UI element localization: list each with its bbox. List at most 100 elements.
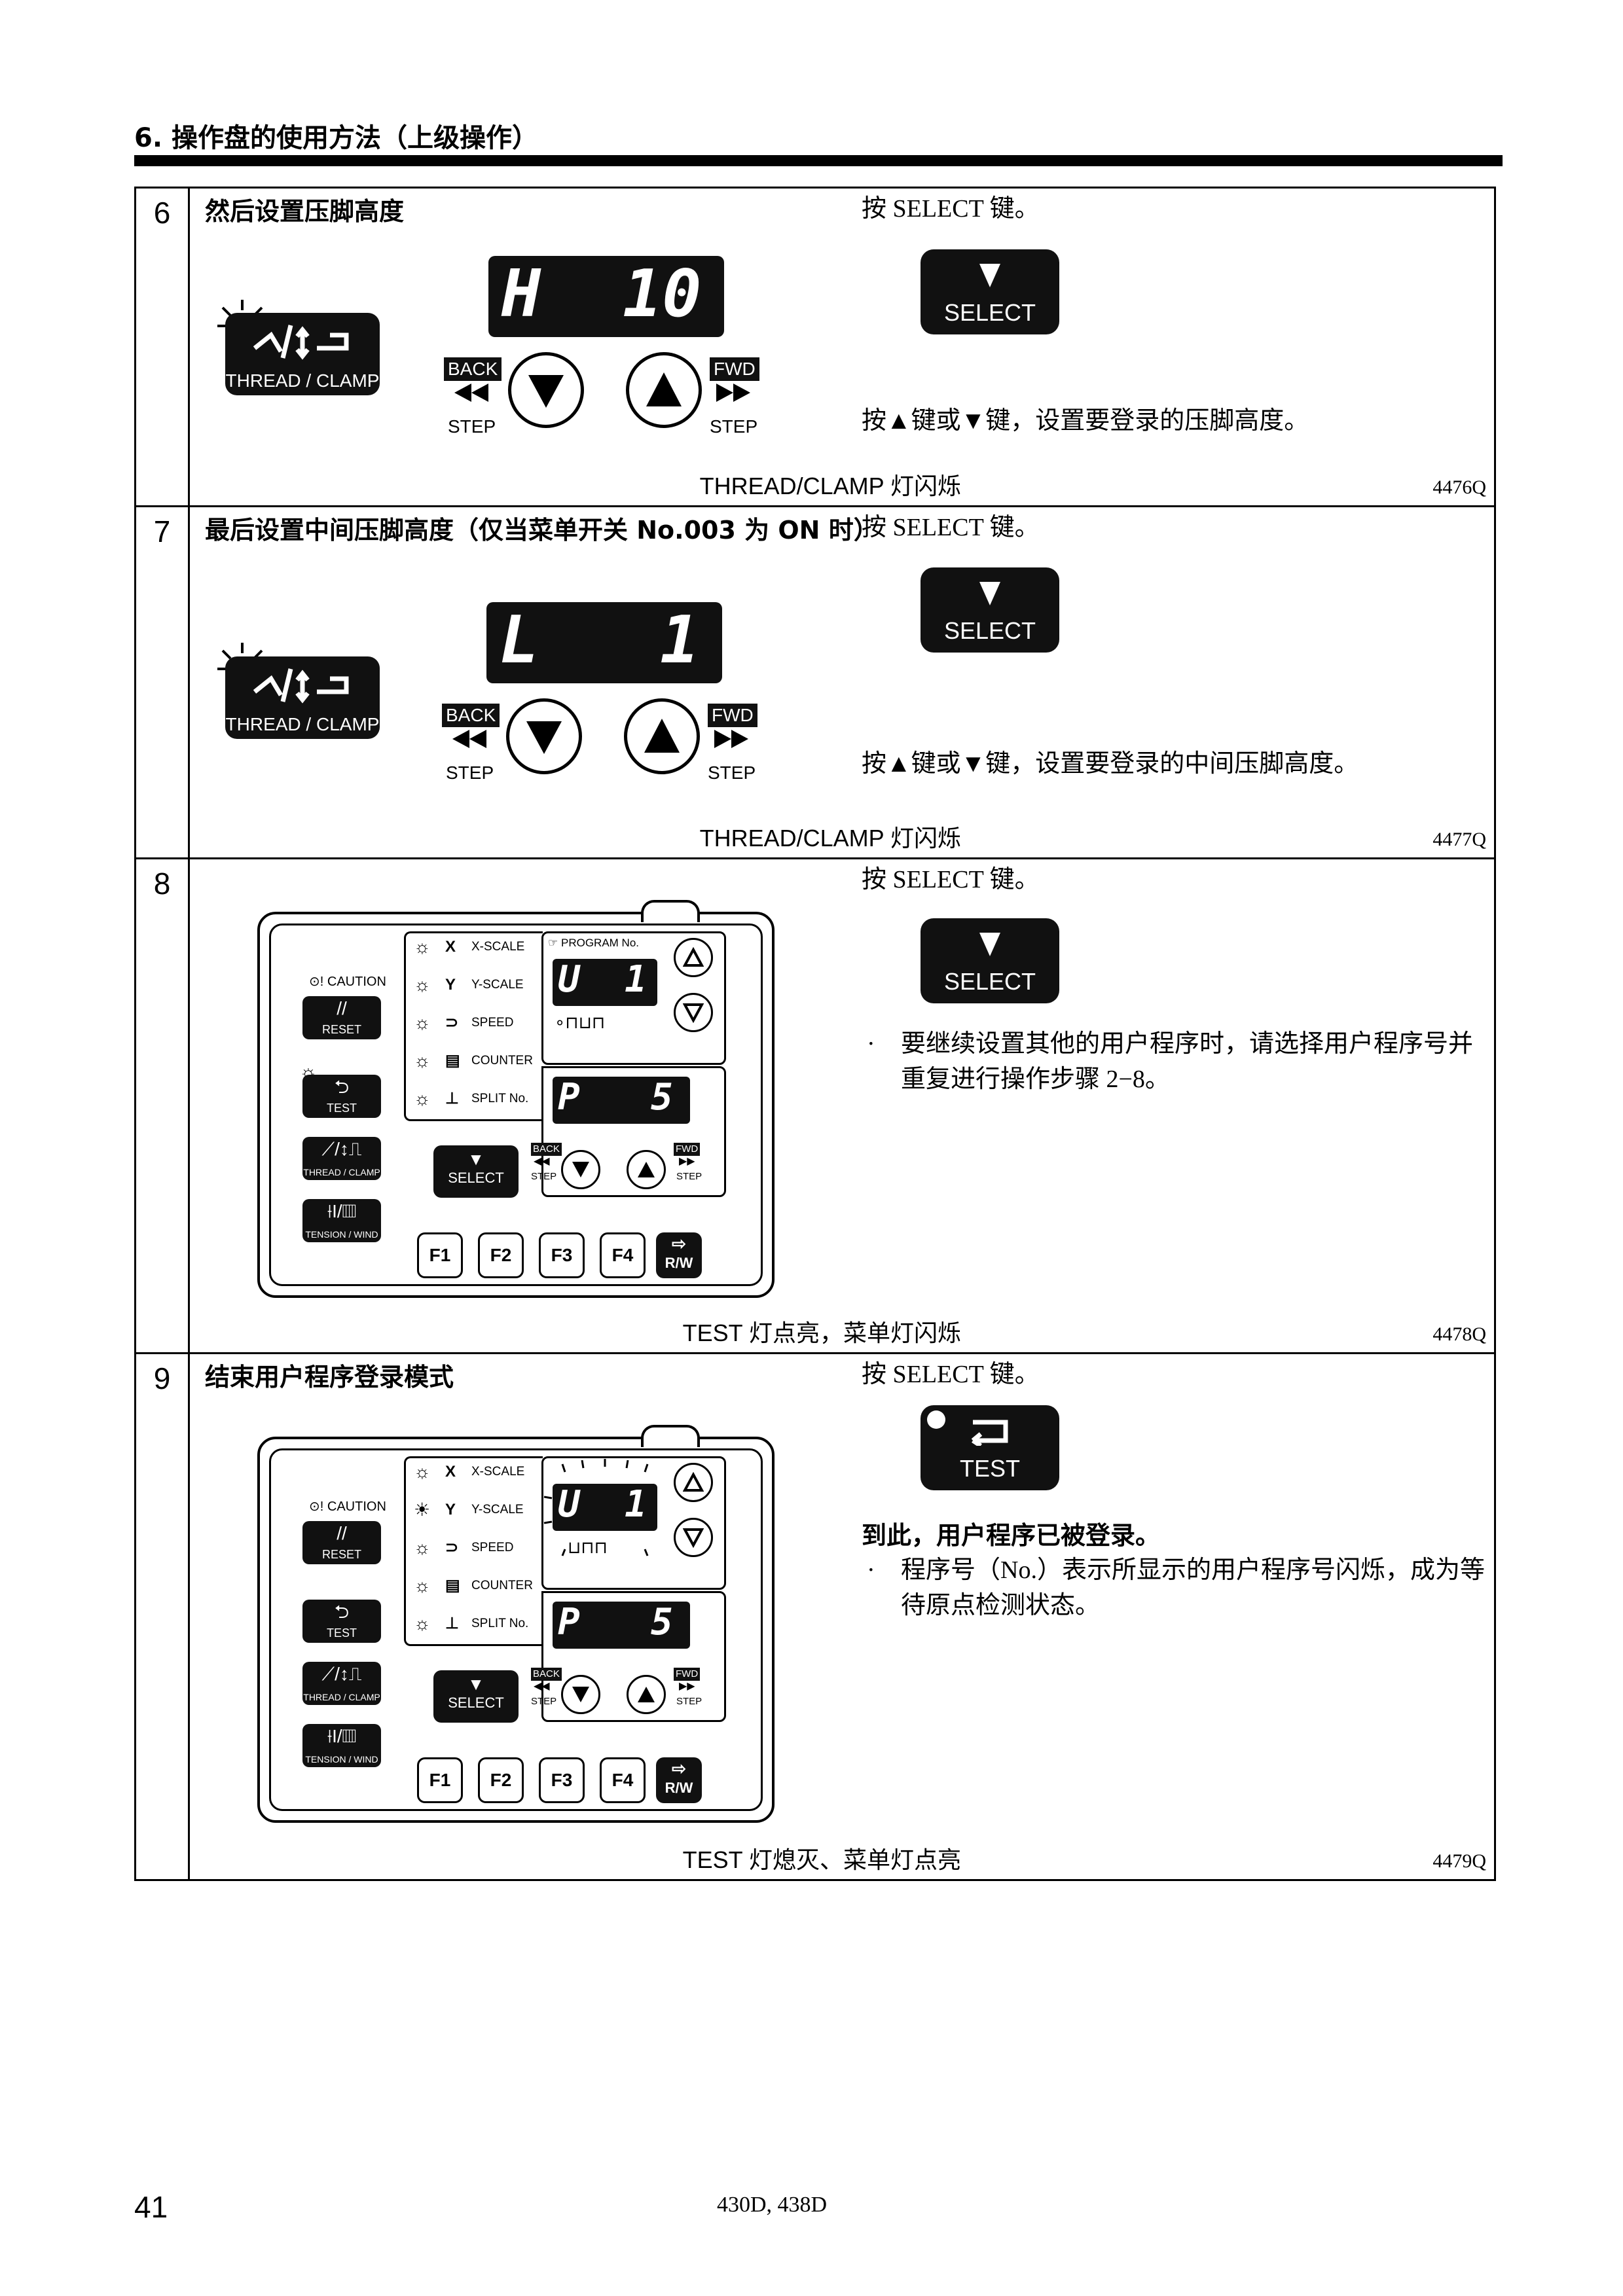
test-key[interactable]: ⮌TEST — [302, 1600, 381, 1643]
triangle-down-icon — [979, 264, 1000, 287]
panel-step-fwd: STEP — [676, 1171, 702, 1182]
figure-caption: THREAD/CLAMP 灯闪烁 — [699, 473, 961, 499]
header-rule — [134, 155, 1503, 166]
display-value: 10 — [623, 255, 702, 332]
reset-icon: // — [337, 1523, 347, 1543]
back-tag: BACK — [444, 357, 502, 381]
f4-key[interactable]: F4 — [600, 1232, 646, 1278]
test-key[interactable]: ⮌TEST — [302, 1075, 381, 1118]
program-up-button[interactable] — [674, 938, 713, 977]
value-display: H 10 — [488, 256, 724, 337]
thread-clamp-key[interactable]: ⟋/↕⎍THREAD / CLAMP — [302, 1137, 381, 1180]
rw-key[interactable]: ⇨R/W — [656, 1232, 702, 1278]
panel-rewind-icon: ◀◀ — [534, 1681, 550, 1692]
return-arrow-icon — [971, 1420, 1008, 1446]
figure-code: 4479Q — [1432, 1850, 1486, 1872]
select-key-label: SELECT — [943, 617, 1036, 644]
step-title: 然后设置压脚高度 — [205, 197, 405, 226]
clamp-indicator-icon: ⊔⊓⊓ — [568, 1537, 608, 1557]
rw-key[interactable]: ⇨R/W — [656, 1757, 702, 1803]
f1-key[interactable]: F1 — [417, 1232, 463, 1278]
down-button[interactable] — [508, 352, 584, 428]
fwd-tag: FWD — [708, 704, 757, 727]
thread-clamp-label: THREAD / CLAMP — [225, 370, 380, 391]
up-button[interactable] — [626, 352, 702, 428]
triangle-up-icon — [646, 372, 682, 406]
fast-forward-icon — [716, 384, 750, 402]
down-button[interactable] — [506, 698, 582, 774]
display-mode-char: L — [500, 601, 539, 678]
select-key[interactable]: SELECT — [921, 567, 1059, 653]
tension-wind-key[interactable]: ⟊I/▥TENSION / WIND — [302, 1199, 381, 1242]
menu-box — [541, 1591, 726, 1722]
figure-caption: TEST 灯熄灭、菜单灯点亮 — [682, 1846, 961, 1873]
led-lit-icon — [927, 1410, 945, 1429]
section-header: 6. 操作盘的使用方法（上级操作） — [134, 123, 538, 153]
model-number: 430D, 438D — [717, 2193, 828, 2217]
program-up-button[interactable] — [674, 1463, 713, 1502]
fwd-tag: FWD — [710, 357, 759, 381]
thread-clamp-key[interactable]: THREAD / CLAMP — [225, 313, 380, 395]
indicator-group — [404, 1456, 543, 1646]
program-blink-rays-icon — [543, 1459, 649, 1556]
select-key[interactable]: SELECT — [921, 918, 1059, 1003]
panel-select-key[interactable]: ▼SELECT — [433, 1145, 519, 1198]
panel-fwd-tag: FWD — [674, 1668, 701, 1681]
step-label-fwd: STEP — [710, 416, 758, 437]
f2-key[interactable]: F2 — [478, 1757, 524, 1803]
panel-down-button[interactable] — [561, 1675, 600, 1714]
panel-rewind-icon: ◀◀ — [534, 1156, 550, 1167]
f4-key[interactable]: F4 — [600, 1757, 646, 1803]
figure-code: 4478Q — [1432, 1323, 1486, 1345]
program-no-label: ☞ PROGRAM No. — [548, 937, 640, 949]
triangle-down-icon — [528, 375, 564, 408]
f1-key[interactable]: F1 — [417, 1757, 463, 1803]
tension-wind-icon: ⟊I/▥ — [327, 1201, 357, 1221]
return-arrow-icon: ⮌ — [334, 1602, 350, 1622]
counter-indicator: ☼▤COUNTER — [414, 1048, 533, 1074]
f2-key[interactable]: F2 — [478, 1232, 524, 1278]
program-down-button[interactable] — [674, 1518, 713, 1557]
split-icon: ⊥ — [445, 1615, 459, 1632]
transfer-icon: ⇨ — [672, 1759, 686, 1778]
triangle-up-outline-icon — [683, 947, 704, 967]
reset-key[interactable]: //RESET — [302, 1521, 381, 1564]
instruction-select: 按 SELECT 键。 — [862, 1361, 1040, 1388]
select-key-label: SELECT — [943, 299, 1036, 326]
bullet-note: ·要继续设置其他的用户程序时，请选择用户程序号并重复进行操作步骤 2−8。 — [867, 1030, 1474, 1093]
thread-clamp-icon: ⟋/↕⎍ — [321, 1139, 362, 1159]
tension-wind-key[interactable]: ⟊I/▥TENSION / WIND — [302, 1724, 381, 1767]
lamp-icon: ☼ — [414, 975, 431, 995]
y-scale-icon: Y — [445, 1501, 456, 1518]
steps-table: 6 然后设置压脚高度 THREAD / CLAMP H 10 BACK STEP… — [134, 187, 1496, 1881]
program-down-button[interactable] — [674, 993, 713, 1032]
panel-up-button[interactable] — [627, 1150, 666, 1189]
thread-clamp-key[interactable]: THREAD / CLAMP — [225, 656, 380, 739]
lamp-icon: ☼ — [414, 1050, 431, 1071]
speed-icon: ⊃ — [445, 1539, 459, 1556]
step-row-6: 6 然后设置压脚高度 THREAD / CLAMP H 10 BACK STEP… — [136, 188, 1494, 505]
bullet-note: ·程序号（No.）表示所显示的用户程序号闪烁，成为等待原点检测状态。 — [867, 1556, 1485, 1619]
thread-clamp-key[interactable]: ⟋/↕⎍THREAD / CLAMP — [302, 1662, 381, 1705]
panel-up-button[interactable] — [627, 1675, 666, 1714]
select-key[interactable]: SELECT — [921, 249, 1059, 334]
panel-down-button[interactable] — [561, 1150, 600, 1189]
triangle-up-outline-icon — [683, 1472, 704, 1492]
counter-indicator: ☼▤COUNTER — [414, 1573, 533, 1599]
speed-indicator: ☼⊃SPEED — [414, 1535, 513, 1561]
f3-key[interactable]: F3 — [539, 1757, 585, 1803]
f3-key[interactable]: F3 — [539, 1232, 585, 1278]
triangle-down-icon: ▼ — [467, 1149, 484, 1169]
transfer-icon: ⇨ — [672, 1234, 686, 1253]
up-button[interactable] — [624, 698, 700, 774]
reset-key[interactable]: //RESET — [302, 996, 381, 1039]
counter-icon: ▤ — [445, 1052, 460, 1069]
speed-indicator: ☼⊃SPEED — [414, 1010, 513, 1036]
test-key[interactable]: TEST — [921, 1405, 1059, 1490]
panel-select-key[interactable]: ▼SELECT — [433, 1670, 519, 1723]
panel-fwd-tag: FWD — [674, 1143, 701, 1156]
step-number: 9 — [153, 1361, 171, 1395]
menu-box — [541, 1066, 726, 1197]
